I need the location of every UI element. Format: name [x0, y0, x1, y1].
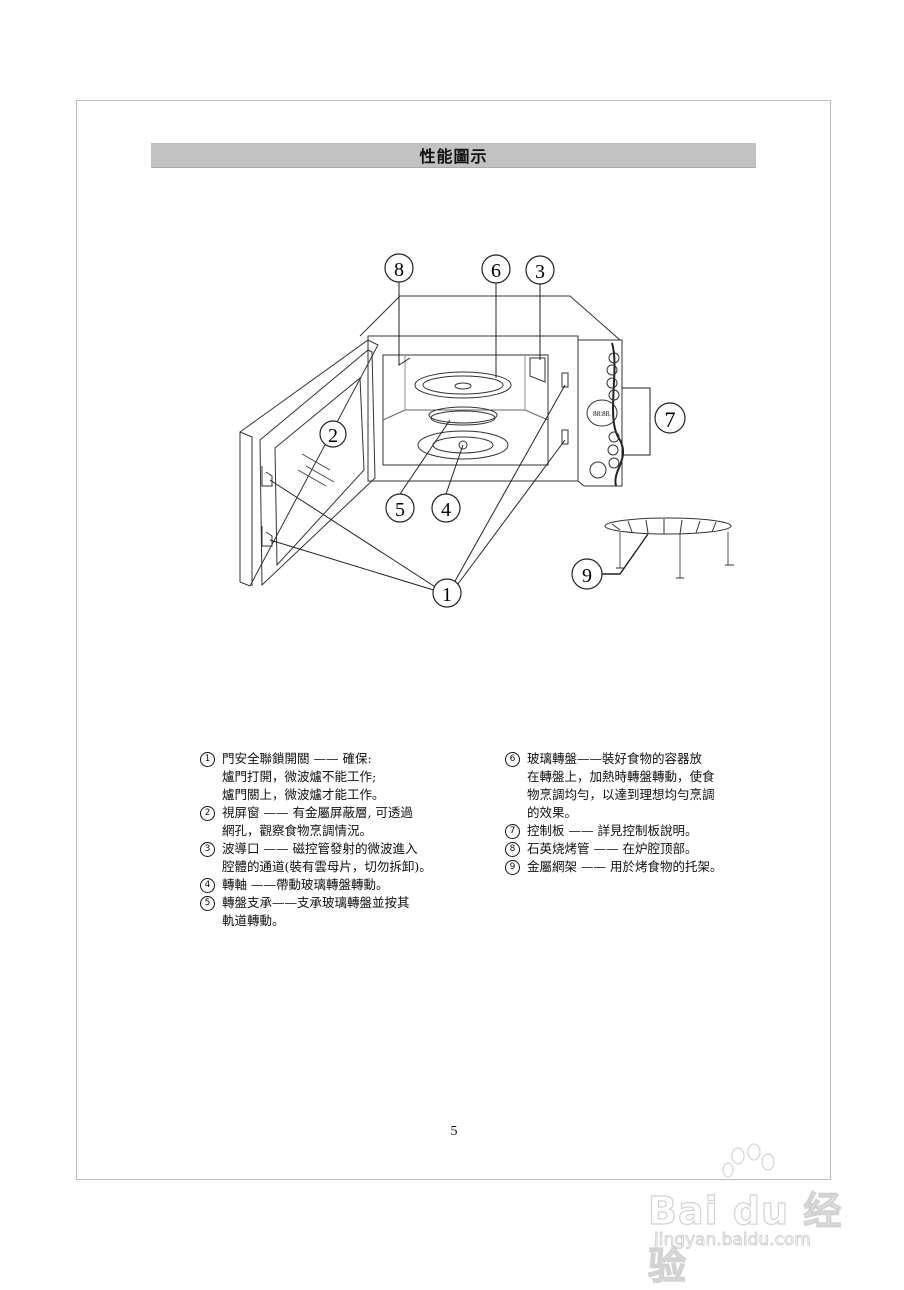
legend-number: 6: [505, 752, 520, 767]
legend-text: 爐門關上，微波爐才能工作。: [222, 787, 385, 802]
legend-item-7: 7 控制板 —— 詳見控制板說明。: [505, 822, 765, 840]
legend-text: 玻璃轉盤——裝好食物的容器放: [527, 751, 703, 766]
svg-text:3: 3: [535, 261, 545, 283]
page-number: 5: [450, 1124, 458, 1139]
page-frame: [76, 100, 831, 1180]
legend-text: 轉軸 ——帶動玻璃轉盤轉動。: [222, 877, 389, 892]
legend-text: 視屏窗 —— 有金屬屏蔽層, 可透過: [222, 805, 413, 820]
callout-1: 1: [432, 578, 462, 608]
svg-text:9: 9: [582, 565, 592, 587]
legend-number: 5: [200, 896, 215, 911]
legend-text: 爐門打開，微波爐不能工作;: [222, 769, 377, 784]
callout-8: 8: [384, 253, 414, 283]
svg-text:1: 1: [442, 584, 452, 606]
legend-text: 在轉盤上，加熱時轉盤轉動，使食: [527, 769, 715, 784]
legend-item-3: 3 波導口 —— 磁控管發射的微波進入 腔體的通道(裝有雲母片，切勿拆卸)。: [200, 840, 490, 876]
callout-2: 2: [319, 420, 347, 448]
watermark-url: jingyan.baidu.com: [654, 1230, 812, 1251]
paw-icon: [722, 1143, 775, 1178]
legend-text: 軌道轉動。: [222, 913, 285, 928]
legend-item-6: 6 玻璃轉盤——裝好食物的容器放 在轉盤上，加熱時轉盤轉動，使食 物烹調均勻，以…: [505, 750, 765, 822]
legend-number: 4: [200, 878, 215, 893]
legend-number: 3: [200, 842, 215, 857]
legend-text: 的效果。: [527, 805, 578, 820]
callout-7: 7: [654, 402, 686, 434]
callout-4: 4: [431, 493, 461, 523]
legend-text: 門安全聯鎖開關 —— 確保:: [222, 751, 372, 766]
svg-text:4: 4: [441, 499, 451, 521]
legend-text: 物烹調均勻，以達到理想均勻烹調: [527, 787, 715, 802]
legend-number: 2: [200, 806, 215, 821]
svg-text:2: 2: [328, 425, 338, 447]
callout-6: 6: [481, 254, 511, 284]
legend-text: 轉盤支承——支承玻璃轉盤並按其: [222, 895, 410, 910]
legend-text: 波導口 —— 磁控管發射的微波進入: [222, 841, 418, 856]
legend-item-1: 1 門安全聯鎖開關 —— 確保: 爐門打開，微波爐不能工作; 爐門關上，微波爐才…: [200, 750, 490, 804]
callout-3: 3: [525, 255, 555, 285]
legend-number: 7: [505, 824, 520, 839]
legend-left: 1 門安全聯鎖開關 —— 確保: 爐門打開，微波爐不能工作; 爐門關上，微波爐才…: [200, 750, 490, 930]
legend-text: 控制板 —— 詳見控制板說明。: [527, 823, 698, 838]
svg-text:7: 7: [665, 407, 676, 432]
legend-item-8: 8 石英烧烤管 —— 在炉腔顶部。: [505, 840, 765, 858]
legend-item-9: 9 金屬網架 —— 用於烤食物的托架。: [505, 858, 765, 876]
callout-9: 9: [571, 558, 603, 590]
svg-text:8: 8: [394, 259, 404, 281]
legend-item-4: 4 轉軸 ——帶動玻璃轉盤轉動。: [200, 876, 490, 894]
legend-right: 6 玻璃轉盤——裝好食物的容器放 在轉盤上，加熱時轉盤轉動，使食 物烹調均勻，以…: [505, 750, 765, 876]
legend-text: 金屬網架 —— 用於烤食物的托架。: [527, 859, 723, 874]
legend-item-2: 2 視屏窗 —— 有金屬屏蔽層, 可透過 網孔，觀察食物烹調情況。: [200, 804, 490, 840]
legend-number: 9: [505, 860, 520, 875]
baidu-jingyan-watermark: Bai du 经验 jingyan.baidu.com: [640, 1140, 870, 1289]
callout-5: 5: [385, 493, 415, 523]
section-title-bar: 性能圖示: [151, 143, 756, 168]
svg-text:5: 5: [395, 499, 405, 521]
legend-number: 1: [200, 752, 215, 767]
page-title: 性能圖示: [419, 147, 488, 166]
svg-text:6: 6: [491, 260, 501, 282]
legend-text: 網孔，觀察食物烹調情況。: [222, 823, 373, 838]
legend-item-5: 5 轉盤支承——支承玻璃轉盤並按其 軌道轉動。: [200, 894, 490, 930]
legend-text: 石英烧烤管 —— 在炉腔顶部。: [527, 841, 698, 856]
legend-number: 8: [505, 842, 520, 857]
legend-text: 腔體的通道(裝有雲母片，切勿拆卸)。: [222, 859, 432, 874]
